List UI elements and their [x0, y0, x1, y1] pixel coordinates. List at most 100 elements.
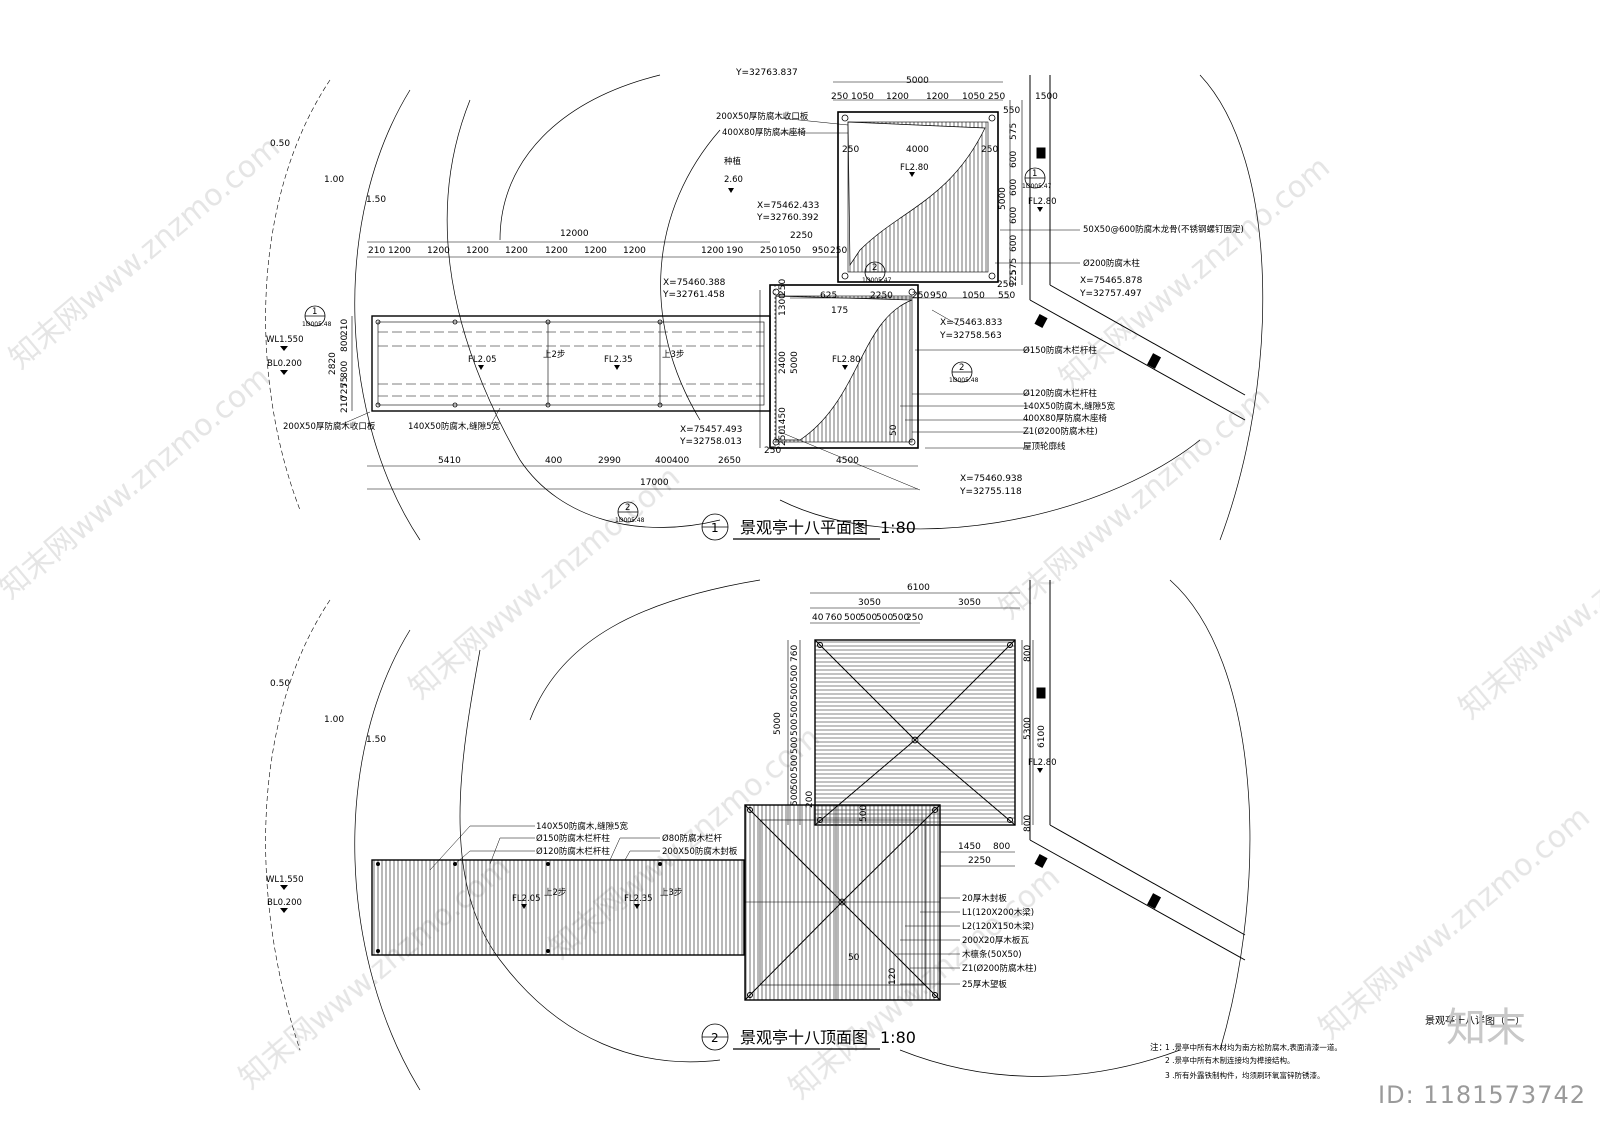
level-text: FL2.05	[512, 894, 541, 904]
dimension-text: 575	[1009, 123, 1019, 140]
annotation-text: Ø120防腐木栏杆柱	[1023, 388, 1097, 399]
dimension-text: 120	[888, 968, 898, 985]
annotation-text: 200X20厚木板瓦	[962, 935, 1029, 946]
dimension-text: 2250	[790, 231, 813, 241]
dimension-text: 500	[860, 613, 877, 623]
contour-line	[660, 129, 721, 421]
annotation-text: Ø150防腐木栏杆柱	[1023, 345, 1097, 356]
dimension-text: 1200	[427, 246, 450, 256]
dimension-text: 1200	[886, 92, 909, 102]
contour-line	[1169, 579, 1251, 1051]
dimension-text: 2400	[778, 351, 788, 374]
dimension-text: 250	[778, 429, 788, 446]
dimension-text: 600	[1009, 151, 1019, 168]
dimension-text: 500	[876, 613, 893, 623]
dimension-text: 800	[340, 361, 350, 378]
dimension-text: 250	[842, 145, 859, 155]
dimension-text: 550	[998, 291, 1015, 301]
dimension-text: 725	[340, 383, 350, 400]
section-ref: 1D005.47	[1022, 183, 1052, 190]
contour-line	[265, 79, 331, 511]
step-text: 上2步	[543, 350, 565, 360]
path-marker	[1034, 854, 1048, 868]
dimension-text: 5000	[773, 712, 783, 735]
dimension-text: 3050	[958, 598, 981, 608]
contour-line	[354, 629, 421, 1091]
watermark-text: 知末网www.znzmo.com	[1053, 150, 1337, 396]
note-line: 2 .景亭中所有木制连接均为榫接结构。	[1165, 1055, 1295, 1065]
dimension-text: 950	[812, 246, 829, 256]
dimension-text: 75	[340, 377, 350, 388]
dimension-text: 400	[672, 456, 689, 466]
contour-line	[446, 99, 721, 528]
upper-roof-outline	[814, 639, 1016, 826]
dimension-text: 125	[1009, 270, 1019, 287]
dimension-text: 600	[1009, 207, 1019, 224]
dimension-text: 800	[993, 842, 1010, 852]
dimension-text: 5000	[998, 187, 1008, 210]
brand-logo: 知末	[1446, 1005, 1526, 1051]
dimension-text: 1200	[388, 246, 411, 256]
coordinate-text: X=75465.878	[1080, 276, 1143, 286]
annotation-text: Z1(Ø200防腐木柱)	[1023, 426, 1098, 437]
dimension-text: 1450	[958, 842, 981, 852]
dimension-text: 550	[1003, 106, 1020, 116]
dimension-text: 1200	[466, 246, 489, 256]
dimension-text: 6100	[1037, 725, 1047, 748]
boardwalk-outline	[371, 315, 771, 412]
annotation-text: 200X50防腐木封板	[662, 846, 738, 857]
dimension-text: 250	[981, 145, 998, 155]
dimension-text: 1200	[584, 246, 607, 256]
annotation-text: 140X50防腐木,缝隙5宽	[536, 821, 628, 832]
dimension-text: 1450	[778, 407, 788, 430]
dimension-text: 2250	[968, 856, 991, 866]
dimension-text: 800	[1023, 645, 1033, 662]
dimension-text: 210	[368, 246, 385, 256]
dimension-text: 1200	[701, 246, 724, 256]
dimension-text: 17000	[640, 478, 669, 488]
dimension-text: 400	[655, 456, 672, 466]
annotation-text: 20厚木封板	[962, 893, 1007, 904]
path-marker	[1036, 687, 1046, 699]
dimension-text: 210	[340, 396, 350, 413]
dimension-text: 500	[790, 719, 800, 736]
dimension-text: 4000	[906, 145, 929, 155]
notes-head: 注：	[1150, 1042, 1167, 1053]
dimension-text: 250	[997, 280, 1014, 290]
contour-line	[899, 1049, 1181, 1077]
contour-label: 0.50	[270, 139, 290, 149]
annotation-text: 400X80厚防腐木座椅	[722, 127, 806, 138]
path-marker	[1036, 147, 1046, 159]
dimension-text: 1500	[1035, 92, 1058, 102]
contour-label: 0.50	[270, 679, 290, 689]
contour-label: 1.00	[324, 715, 344, 725]
roof-texts: 0.50 1.00 1.50 6100 3050 3050 40 760 500…	[266, 583, 1525, 1080]
annotation-text: 25厚木望板	[962, 979, 1007, 990]
level-text: FL2.80	[1028, 758, 1057, 768]
annotation-text: 50X50@600防腐木龙骨(不锈钢螺钉固定)	[1083, 224, 1244, 235]
path-marker	[1146, 893, 1162, 909]
dimension-text: 1200	[545, 246, 568, 256]
dimension-text: 200	[805, 791, 815, 808]
dimension-text: 500	[844, 613, 861, 623]
dimension-text: 5000	[790, 351, 800, 374]
dimension-text: 5300	[1023, 717, 1033, 740]
section-ref: 1D005.48	[302, 321, 332, 328]
dimension-text: 5000	[906, 76, 929, 86]
annotation-text: 400X80厚防腐木座椅	[1023, 413, 1107, 424]
drawing-number: 2	[711, 1031, 719, 1045]
watermark-text: 知末网www.znzmo.com	[0, 360, 277, 606]
annotation-text: L2(120X150木梁)	[962, 921, 1034, 932]
dimension-text: 6100	[907, 583, 930, 593]
level-text: FL2.80	[832, 355, 861, 365]
annotation-text: 木檩条(50X50)	[962, 949, 1022, 960]
dimension-text: 175	[831, 306, 848, 316]
dimension-text: 500	[790, 683, 800, 700]
plan-texts: 0.50 1.00 1.50 12000 210 1200 1200 1200 …	[266, 68, 1244, 537]
dimension-text: 50	[889, 424, 899, 436]
section-number: 2	[625, 503, 630, 513]
annotation-text: Ø120防腐木栏杆柱	[536, 846, 610, 857]
path-marker	[1034, 314, 1048, 328]
watermark-text: 知末网www.znzmo.com	[3, 130, 287, 376]
sheet-title: 景观亭十八详图（一）	[1425, 1014, 1525, 1027]
